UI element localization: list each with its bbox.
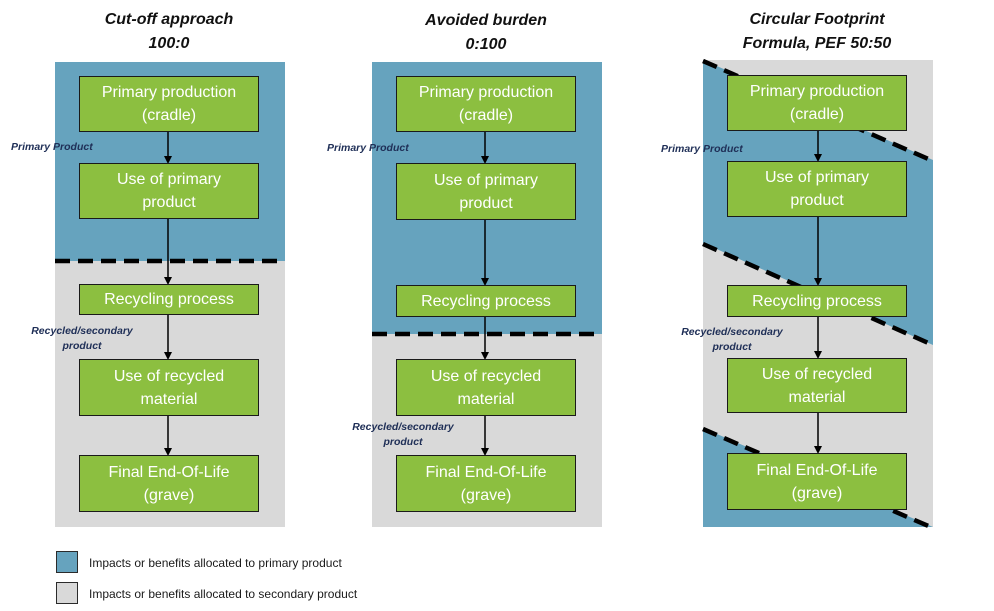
box-line1: Use of recycled [113,367,225,385]
pef-box-use-of-recycled-material: Use of recycled material [727,358,907,413]
label-line2: product [712,341,752,353]
legend-primary-text: Impacts or benefits allocated to primary… [89,556,342,570]
legend-secondary-swatch [56,582,78,604]
title-cutoff-line2: 100:0 [148,35,190,52]
label-line2: product [383,436,423,448]
avoided-primary-product-label: Primary Product [327,142,409,154]
cutoff-recycled-label: Recycled/secondary product [22,324,142,354]
title-circular-footprint-line2: Formula, PEF 50:50 [742,35,892,52]
label-line2: product [62,340,102,352]
box-line2: (grave) [460,486,512,504]
title-avoided-burden-line1: Avoided burden [425,12,547,29]
box-line2: product [790,192,844,209]
box-line1: Primary production [749,83,885,100]
box-line1: Final End-Of-Life [108,463,230,481]
avoided-box-final-end-of-life: Final End-Of-Life (grave) [396,455,576,512]
cutoff-box-final-end-of-life: Final End-Of-Life (grave) [79,455,259,512]
pef-box-primary-production: Primary production (cradle) [727,75,907,131]
box-line2: (grave) [143,486,195,504]
title-avoided-burden-line2: 0:100 [465,36,507,53]
box-line1: Use of primary [433,171,539,189]
box-line2: (cradle) [141,107,197,124]
box-line2: product [142,194,196,211]
avoided-box-primary-production: Primary production (cradle) [396,76,576,132]
box-line2: material [140,390,198,408]
pef-box-recycling-process: Recycling process [727,285,907,317]
box-line1: Primary production [101,84,237,101]
box-line1: Recycling process [104,291,234,308]
cutoff-box-primary-production: Primary production (cradle) [79,76,259,132]
label-line1: Recycled/secondary [681,326,783,338]
box-line1: Use of primary [764,169,870,186]
pef-box-final-end-of-life: Final End-Of-Life (grave) [727,453,907,510]
box-line2: product [459,194,513,212]
cutoff-primary-product-label: Primary Product [11,141,93,153]
pef-box-use-of-primary-product: Use of primary product [727,161,907,217]
box-line1: Use of recycled [430,367,542,385]
title-avoided-burden: Avoided burden 0:100 [386,9,586,57]
cutoff-box-use-of-recycled-material: Use of recycled material [79,359,259,416]
box-line2: (cradle) [458,107,514,124]
avoided-recycled-label: Recycled/secondary product [343,420,463,450]
legend-primary-swatch [56,551,78,573]
box-line1: Use of recycled [761,365,873,383]
box-line2: material [457,390,515,408]
pef-recycled-label: Recycled/secondary product [672,325,792,355]
box-line1: Primary production [418,84,554,101]
avoided-box-use-of-recycled-material: Use of recycled material [396,359,576,416]
title-cutoff-line1: Cut-off approach [104,11,234,28]
box-line2: material [788,388,846,406]
cutoff-box-recycling-process: Recycling process [79,284,259,315]
box-line1: Recycling process [752,292,882,310]
label-line1: Recycled/secondary [352,421,454,433]
label-line1: Recycled/secondary [31,325,133,337]
box-line1: Recycling process [421,292,551,310]
box-line2: (cradle) [789,106,845,123]
legend-secondary-text: Impacts or benefits allocated to seconda… [89,587,358,601]
title-cutoff: Cut-off approach 100:0 [69,8,269,56]
box-line1: Use of primary [116,171,222,188]
box-line1: Final End-Of-Life [756,461,878,479]
pef-primary-product-label: Primary Product [661,143,743,155]
avoided-box-recycling-process: Recycling process [396,285,576,317]
avoided-box-use-of-primary-product: Use of primary product [396,163,576,220]
box-line2: (grave) [791,484,843,502]
title-circular-footprint: Circular Footprint Formula, PEF 50:50 [717,8,917,56]
box-line1: Final End-Of-Life [425,463,547,481]
title-circular-footprint-line1: Circular Footprint [749,11,885,28]
cutoff-box-use-of-primary-product: Use of primary product [79,163,259,219]
